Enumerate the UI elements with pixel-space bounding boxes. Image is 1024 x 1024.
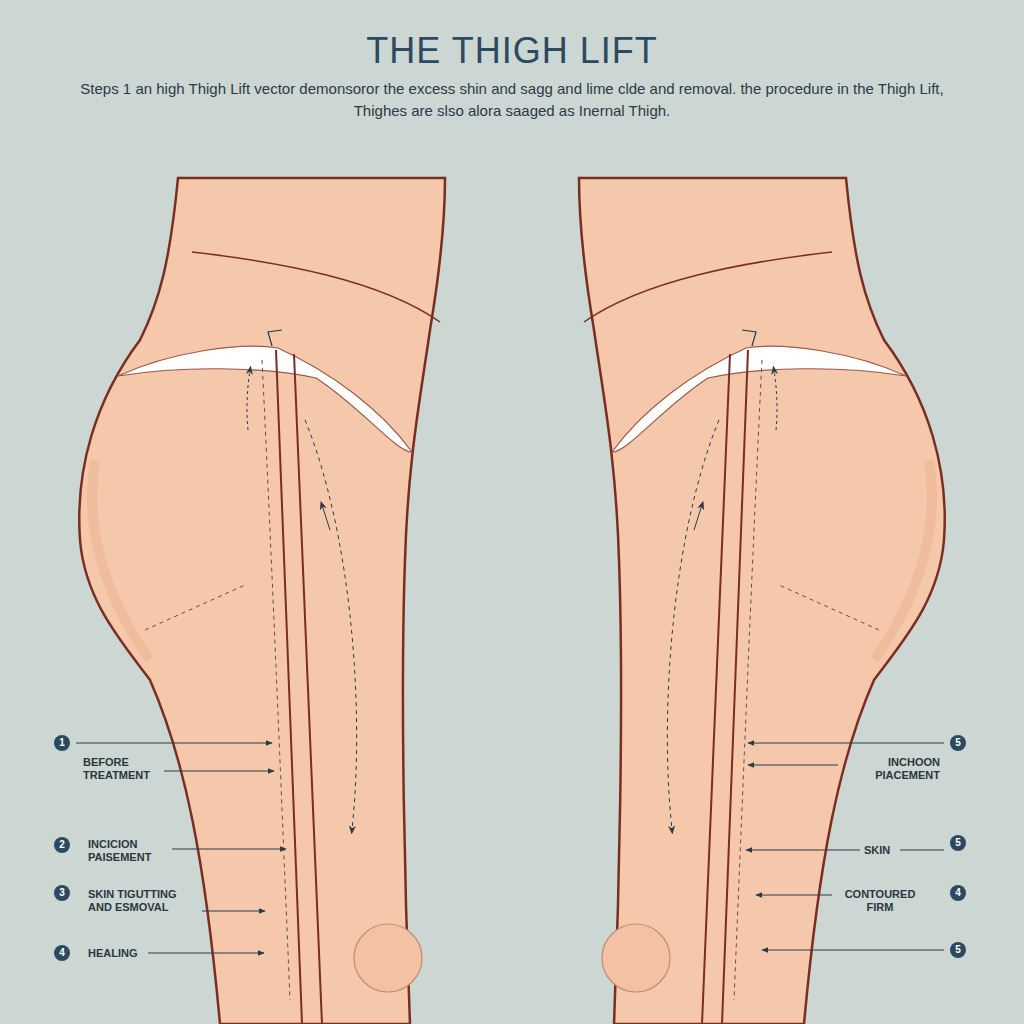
step-label: CONTOURED FIRM [836,888,924,914]
callout-number: 4 [950,885,966,901]
callout-number: 5 [950,942,966,958]
subtitle-note: Steps 1 an high Thigh Lift vector demons… [62,78,962,122]
step-label: INCHOON PIACEMENT [846,756,940,782]
step-label: BEFORE TREATMENT [83,756,159,782]
diagram-title: THE THIGH LIFT [0,30,1024,72]
callout-number: 5 [950,735,966,751]
step-label: SKIN [864,844,898,857]
step-label: HEALING [88,947,146,960]
callout-number: 3 [54,885,70,901]
callout-number: 2 [54,837,70,853]
callout-number: 4 [54,945,70,961]
step-label: SKIN TIGUTTING AND ESMOVAL [88,888,192,914]
callout-number: 5 [950,835,966,851]
step-label: INCICION PAISEMENT [88,838,166,864]
callout-number: 1 [54,735,70,751]
